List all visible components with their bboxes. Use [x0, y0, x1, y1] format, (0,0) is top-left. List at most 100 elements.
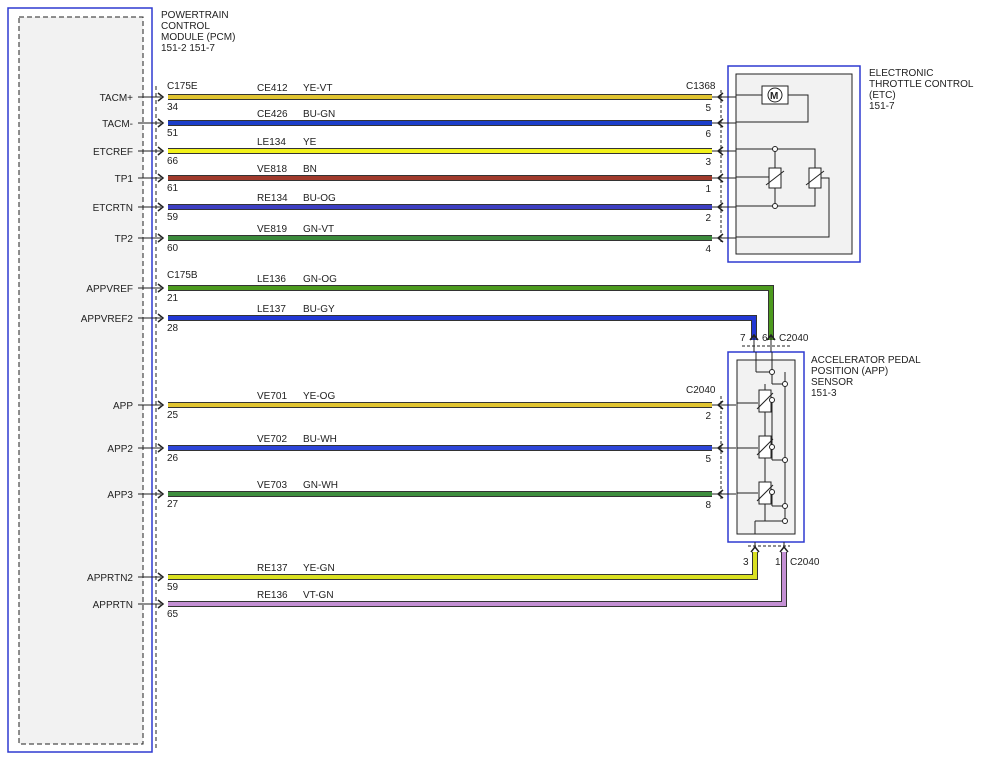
far-pin-number: 2	[705, 411, 711, 422]
wire-core	[168, 552, 786, 606]
etc-title-line-3: (ETC)	[869, 90, 896, 101]
tp2-sensor-icon	[805, 167, 825, 189]
circuit-id: VE703	[257, 480, 287, 491]
far-pin-number: 5	[705, 103, 711, 114]
pin-arrow-icon	[716, 146, 724, 156]
pcm-pin-number: 61	[167, 183, 179, 194]
circuit-id: VE819	[257, 224, 287, 235]
app-junction-dot	[769, 397, 775, 403]
wire-color-code: YE	[303, 137, 317, 148]
pin-arrow-icon	[157, 400, 165, 410]
wire-color-code: GN-VT	[303, 224, 334, 235]
pin-arrow-icon	[716, 202, 724, 212]
wire-color-code: BU-GY	[303, 304, 335, 315]
far-pin-number: 7	[740, 333, 746, 344]
etc-inner-box	[735, 73, 853, 255]
far-pin-number: 5	[705, 454, 711, 465]
motor-icon: M	[761, 85, 789, 105]
pcm-inner-border	[18, 16, 144, 745]
pcm-title-line-3: MODULE (PCM)	[161, 32, 235, 43]
wire-color-code: BN	[303, 164, 317, 175]
app-junction-dot	[782, 457, 788, 463]
pcm-title-line-4: 151-2 151-7	[161, 43, 215, 54]
app-title-line-4: 151-3	[811, 388, 837, 399]
circuit-id: VE702	[257, 434, 287, 445]
etc-junction-dot	[772, 203, 778, 209]
pin-arrow-icon	[157, 572, 165, 582]
wire-tacm-: TACM- 6 51 CE426 BU-GN	[102, 109, 736, 140]
pcm-signal-label: TP1	[115, 174, 134, 185]
etc-internal-wiring	[736, 94, 830, 238]
connector-c175b: C175B	[167, 270, 198, 281]
circuit-id: RE137	[257, 563, 288, 574]
pcm-pin-number: 21	[167, 293, 179, 304]
pin-arrow-icon	[157, 118, 165, 128]
pcm-outer-border	[7, 7, 153, 753]
app-title-line-2: POSITION (APP)	[811, 366, 888, 377]
pin-arrow-icon	[157, 146, 165, 156]
pcm-signal-label: APPRTN2	[87, 573, 133, 584]
circuit-id: CE426	[257, 109, 288, 120]
connector-c1368: C1368	[686, 81, 716, 92]
pcm-signal-label: APPVREF	[86, 284, 133, 295]
wire-outline	[168, 315, 757, 340]
pin-arrow-icon	[716, 400, 724, 410]
app-title-line-3: SENSOR	[811, 377, 853, 388]
app-junction-dot	[769, 369, 775, 375]
pcm-signal-label: ETCREF	[93, 147, 133, 158]
app3-sensor-icon	[756, 481, 774, 505]
pcm-pin-number: 26	[167, 453, 179, 464]
wire-color-code: BU-GN	[303, 109, 335, 120]
pin-arrow-icon	[157, 92, 165, 102]
far-pin-number: 2	[705, 213, 711, 224]
circuit-id: RE134	[257, 193, 288, 204]
etc-title-line-4: 151-7	[869, 101, 895, 112]
pcm-pin-number: 65	[167, 609, 179, 620]
connector-c2040-mid: C2040	[686, 385, 716, 396]
pcm-pin-number: 27	[167, 499, 179, 510]
pcm-pin-number: 25	[167, 410, 179, 421]
pcm-title-line-2: CONTROL	[161, 21, 210, 32]
pin-arrow-icon	[750, 545, 760, 553]
pcm-signal-label: TP2	[115, 234, 134, 245]
etc-junction-dot	[772, 146, 778, 152]
app-outer-border	[727, 351, 805, 543]
circuit-id: LE134	[257, 137, 286, 148]
pcm-pin-number: 34	[167, 102, 179, 113]
pin-arrow-icon	[157, 443, 165, 453]
etc-title-line-1: ELECTRONIC	[869, 68, 933, 79]
tp1-sensor-icon	[765, 167, 785, 189]
wire-core	[168, 316, 756, 340]
circuit-id: LE137	[257, 304, 286, 315]
pcm-signal-label: ETCRTN	[93, 203, 133, 214]
connector-c2040-bottom: C2040	[790, 557, 820, 568]
far-pin-number: 1	[775, 557, 781, 568]
far-pin-number: 8	[705, 500, 711, 511]
far-pin-number: 6	[705, 129, 711, 140]
wire-color-code: BU-WH	[303, 434, 337, 445]
pin-arrow-icon	[716, 118, 724, 128]
wire-core	[168, 286, 773, 340]
pin-arrow-icon	[716, 443, 724, 453]
far-pin-number: 4	[705, 244, 711, 255]
pin-arrow-icon	[716, 233, 724, 243]
pcm-pin-number: 51	[167, 128, 179, 139]
app-junction-dot	[769, 444, 775, 450]
circuit-id: LE136	[257, 274, 286, 285]
app-junction-dot	[769, 489, 775, 495]
pin-arrow-icon	[157, 599, 165, 609]
pcm-pin-number: 59	[167, 582, 179, 593]
pcm-signal-label: TACM-	[102, 119, 133, 130]
pin-arrow-icon	[157, 202, 165, 212]
circuit-id: CE412	[257, 83, 288, 94]
pin-arrow-icon	[157, 173, 165, 183]
